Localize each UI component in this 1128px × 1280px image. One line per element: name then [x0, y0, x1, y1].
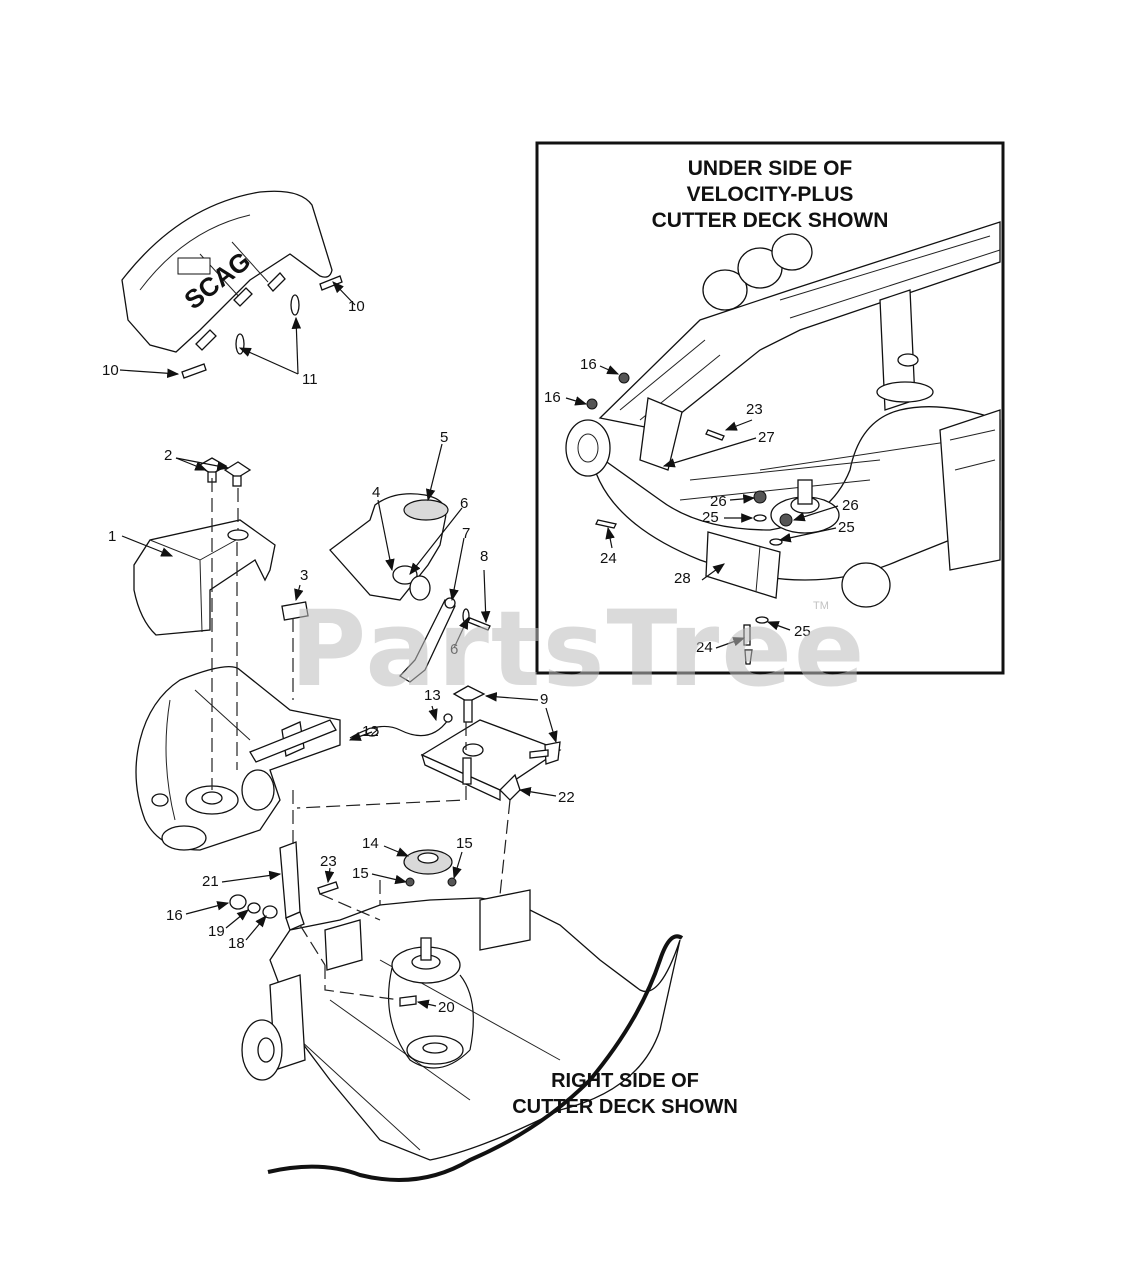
callout-24: 24: [696, 639, 713, 656]
callout-8: 8: [480, 548, 488, 565]
callout-14: 14: [362, 835, 379, 852]
assembly-lines: [211, 478, 511, 1001]
callout-17: 18: [228, 935, 245, 952]
deck-housing-left: [135, 666, 453, 851]
callout-5: 5: [440, 429, 448, 446]
callout-15: 15: [456, 835, 473, 852]
callout-19: 20: [438, 999, 455, 1016]
callout-16: 16: [544, 389, 561, 406]
discharge-chute: SCAG: [121, 190, 343, 379]
inset-frame: [535, 141, 1005, 675]
callout-25: 25: [838, 519, 855, 536]
callout-25: 25: [794, 623, 811, 640]
callout-11: 11: [302, 371, 318, 388]
callout-4: 4: [372, 484, 380, 501]
belt-cover: [133, 457, 276, 636]
watermark-tm: TM: [813, 600, 829, 612]
callout-20: 21: [202, 873, 219, 890]
inset-title-line-3: CUTTER DECK SHOWN: [651, 209, 889, 232]
callout-22: 23: [320, 853, 337, 870]
callout-leaders: [119, 281, 839, 1010]
callout-23: 24: [600, 550, 617, 567]
callout-6: 6: [450, 641, 458, 658]
deck-caption-line-2: CUTTER DECK SHOWN: [512, 1096, 738, 1118]
callout-3: 3: [300, 567, 308, 584]
callout-9: 9: [540, 691, 548, 708]
deck-caption-line-1: RIGHT SIDE OF: [551, 1070, 699, 1092]
callout-1: 1: [108, 528, 116, 545]
callout-2: 2: [164, 447, 172, 464]
callout-6: 6: [460, 495, 468, 512]
callout-26: 26: [710, 493, 727, 510]
callout-26: 26: [842, 497, 859, 514]
cutaway-line: [267, 934, 684, 1182]
callout-23: 23: [746, 401, 763, 418]
callout-21: 22: [558, 789, 575, 806]
callout-7: 7: [462, 525, 470, 542]
callout-labels: 10 10 11 1 2 3 4 5 6 6 7 8 12 13 9 22 14…: [102, 298, 859, 1016]
callout-28: 28: [674, 570, 691, 587]
callout-25: 25: [702, 509, 719, 526]
inset-deck-underside: [565, 221, 1001, 665]
callout-16: 16: [580, 356, 597, 373]
callout-16: 16: [166, 907, 183, 924]
callout-18: 19: [208, 923, 225, 940]
callout-10: 10: [102, 362, 119, 379]
mount-plate: [420, 685, 562, 802]
callout-15: 15: [352, 865, 369, 882]
watermark: PartsTree: [290, 588, 867, 710]
callout-10: 10: [348, 298, 365, 315]
bracket-hardware: [229, 841, 339, 931]
inset-title-line-1: UNDER SIDE OF: [687, 157, 853, 180]
callout-13: 13: [424, 687, 441, 704]
callout-12: 12: [362, 723, 379, 740]
callout-27: 27: [758, 429, 775, 446]
inset-title-line-2: VELOCITY-PLUS: [686, 183, 854, 206]
